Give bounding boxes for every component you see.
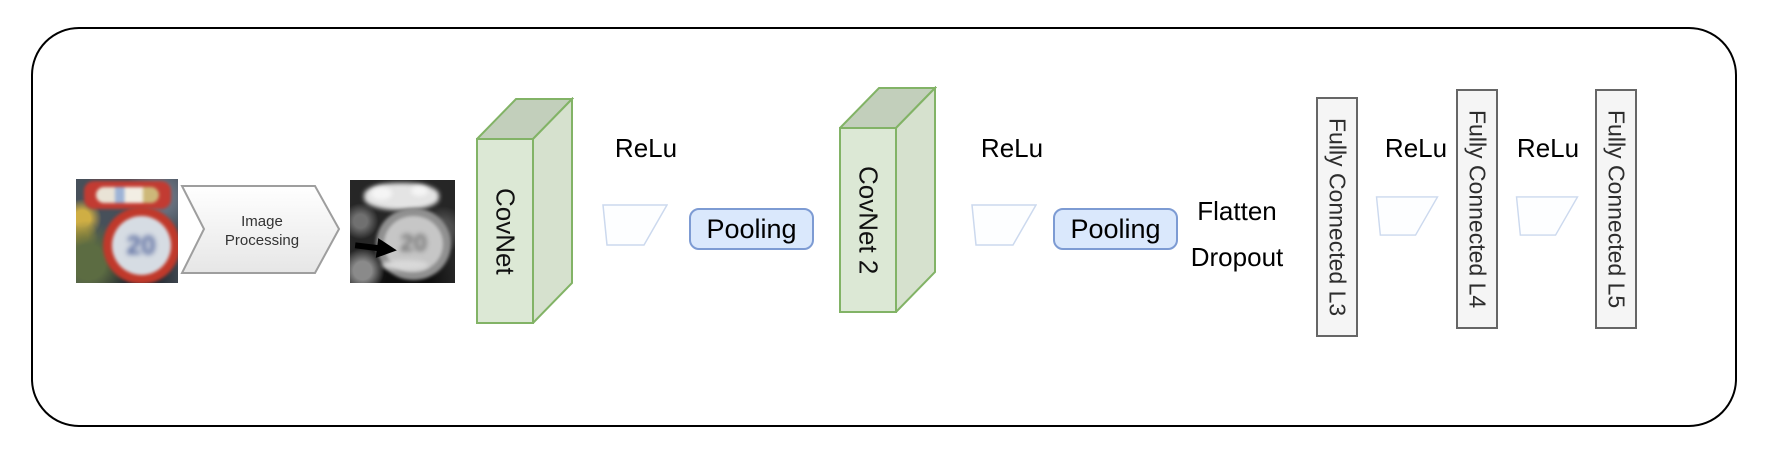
pooling2-label: Pooling — [1070, 213, 1161, 244]
relu1-label: ReLu — [614, 133, 678, 163]
fully-connected-l3-label: Fully Connected L3 — [1324, 117, 1351, 317]
relu2-label: ReLu — [980, 133, 1044, 163]
fully-connected-l4-node: Fully Connected L4 — [1456, 89, 1498, 329]
diagram-border — [31, 27, 1737, 427]
upper-sign-shape — [84, 181, 171, 210]
black-arrow-marker — [354, 235, 400, 261]
dropout-label: Dropout — [1190, 242, 1284, 272]
fully-connected-l5-label: Fully Connected L5 — [1603, 109, 1630, 309]
fully-connected-l5-node: Fully Connected L5 — [1595, 89, 1637, 329]
covnet2-3d-box — [839, 86, 937, 313]
input-image-color: 20 — [76, 179, 178, 283]
highlight-spot — [371, 187, 392, 200]
chevron-polygon — [180, 185, 341, 274]
covnet2-label: CovNet 2 — [853, 165, 884, 275]
covnet2-front-face — [839, 127, 897, 313]
fully-connected-l3-node: Fully Connected L3 — [1316, 97, 1358, 337]
fully-connected-l4-label: Fully Connected L4 — [1464, 109, 1491, 309]
pooling1-label: Pooling — [706, 213, 797, 244]
activation-trapezoid-3 — [1375, 196, 1439, 236]
arrow-head — [375, 238, 399, 261]
bright-crescent — [381, 260, 428, 270]
image-processing-arrow-shape — [180, 185, 341, 274]
covnet1-side-face — [532, 97, 573, 324]
upper-sign-core — [96, 187, 159, 203]
pooling2-node: Pooling — [1053, 208, 1178, 250]
speed-limit-digits: 20 — [126, 230, 156, 261]
activation-trapezoid-1 — [602, 204, 668, 246]
covnet1-3d-box — [476, 97, 574, 324]
covnet1-front-face — [476, 138, 534, 324]
activation-trapezoid-2 — [971, 204, 1037, 246]
activation-trapezoid-4 — [1515, 196, 1579, 236]
flatten-label: Flatten — [1197, 196, 1277, 226]
relu3-label: ReLu — [1384, 133, 1448, 163]
image-processing-label: Image Processing — [224, 213, 300, 249]
pooling1-node: Pooling — [689, 208, 814, 250]
processed-image-grayscale: 20 — [350, 180, 455, 283]
grayscale-sign-digits: 20 — [400, 230, 427, 258]
covnet1-label: CovNet — [490, 187, 521, 275]
speed-limit-sign: 20 — [102, 207, 178, 283]
covnet2-side-face — [895, 86, 936, 313]
highlight-spot — [410, 186, 428, 197]
relu4-label: ReLu — [1516, 133, 1580, 163]
